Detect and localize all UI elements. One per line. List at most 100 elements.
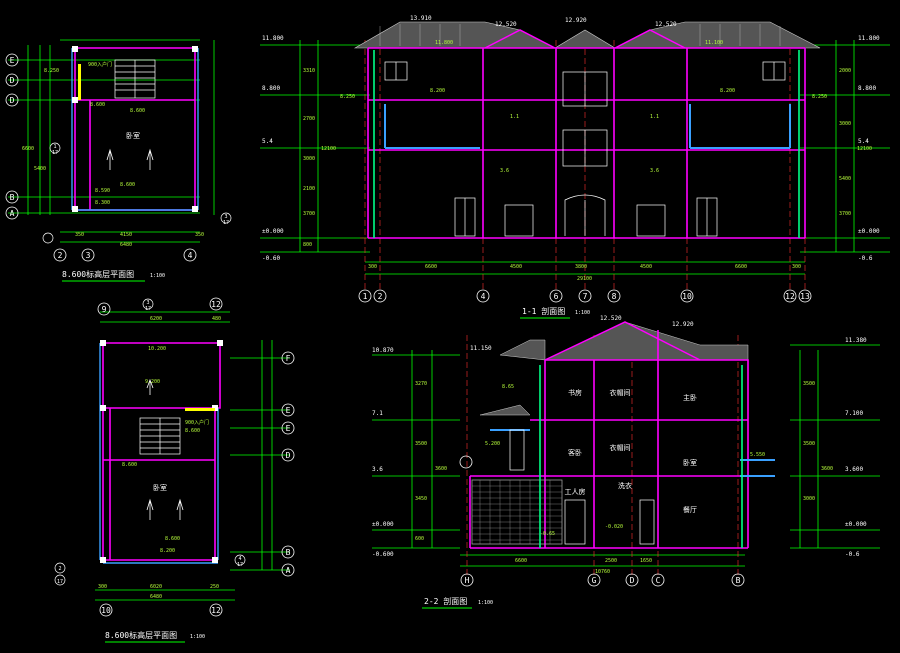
level-label: -0.6 — [845, 551, 860, 558]
level-label: 12.920 — [565, 17, 587, 24]
level-label: 8.200 — [160, 548, 175, 554]
dim-text: 6480 — [150, 594, 162, 600]
level-label: 8.250 — [340, 94, 355, 100]
level-label: ±0.000 — [845, 521, 867, 528]
drawing-title: 8.600标高层平面图 — [105, 630, 177, 640]
level-label: 13.910 — [410, 15, 432, 22]
axis-label: D — [286, 451, 291, 460]
level-label: 9.200 — [145, 379, 160, 385]
axis-bubbles-bottom — [97, 297, 295, 617]
drawing-title: 8.600标高层平面图 — [62, 269, 134, 279]
drawing-title: 2-2 剖面图 — [424, 596, 467, 606]
axis-label: E — [10, 56, 15, 65]
level-label: 8.300 — [95, 200, 110, 206]
level-label: 8.250 — [812, 94, 827, 100]
level-label: 3.6 — [650, 168, 659, 174]
axis-label: B — [286, 548, 291, 557]
level-label: -0.6 — [858, 255, 873, 262]
axis-label: 9 — [102, 305, 107, 314]
axis-label: D — [10, 96, 15, 105]
level-label: 5.4 — [262, 138, 273, 145]
level-label: -0.65 — [540, 531, 555, 537]
axis-label: B — [736, 576, 741, 585]
detail-ref: 2 — [58, 566, 61, 572]
dim-text: 3000 — [839, 121, 851, 127]
level-label: ±0.000 — [858, 228, 880, 235]
level-label: 11.150 — [470, 345, 492, 352]
detail-ref-sub: 17 — [57, 579, 63, 585]
level-label: 8.250 — [44, 68, 59, 74]
level-label: 11.380 — [845, 337, 867, 344]
detail-ref: 3 — [224, 214, 227, 220]
room-label: 工人房 — [565, 487, 586, 496]
axis-label: 12 — [211, 606, 221, 615]
dim-text: 5400 — [34, 166, 46, 172]
drawing-scale: 1:100 — [190, 634, 205, 640]
dim-text: 3450 — [415, 496, 427, 502]
level-label: 5.4 — [858, 138, 869, 145]
room-label: 衣帽间 — [610, 388, 631, 397]
dim-text: 600 — [415, 536, 424, 542]
dim-text: 29100 — [577, 276, 592, 282]
level-label: 12.520 — [495, 21, 517, 28]
dim-text: 250 — [210, 584, 219, 590]
dim-text: 4500 — [510, 264, 522, 270]
level-label: 3.6 — [372, 466, 383, 473]
dim-text: 3700 — [303, 211, 315, 217]
level-label: 8.800 — [858, 85, 876, 92]
level-label: 10.200 — [148, 346, 166, 352]
dim-text: 300 — [792, 264, 801, 270]
axis-label: 7 — [583, 292, 588, 301]
level-label: 11.800 — [435, 40, 453, 46]
level-label: ±0.000 — [262, 228, 284, 235]
level-label: 8.200 — [720, 88, 735, 94]
dim-text: 6600 — [515, 558, 527, 564]
drawing-scale: 1:100 — [575, 310, 590, 316]
stair-bottom — [139, 417, 181, 455]
dim-text: 3500 — [415, 441, 427, 447]
dim-text: 6020 — [150, 584, 162, 590]
detail-ref: 3 — [146, 300, 149, 306]
dim-text: 6200 — [150, 316, 162, 322]
level-label: 8.800 — [262, 85, 280, 92]
roof-1-1 — [353, 21, 821, 49]
dim-text: 1650 — [640, 558, 652, 564]
room-label: 衣帽间 — [610, 443, 631, 452]
section-2-2: H G D C B 书房 衣帽间 客卧 衣帽间 主卧 卧室 工人房 洗衣 餐厅 … — [372, 315, 880, 609]
detail-ref-sub: 17 — [223, 220, 229, 226]
dim-text: 4500 — [640, 264, 652, 270]
level-label: 5.200 — [485, 441, 500, 447]
level-label: 11.800 — [858, 35, 880, 42]
garage-door-hatch — [471, 479, 563, 545]
axis-label: 12 — [211, 300, 221, 309]
stair-label: 900入户门 — [185, 419, 209, 426]
dim-text: 3500 — [803, 381, 815, 387]
level-label: 3.6 — [500, 168, 509, 174]
drawing-scale: 1:100 — [150, 273, 165, 279]
level-label: 8.600 — [130, 108, 145, 114]
dim-text: 350 — [195, 232, 204, 238]
level-label: -0.020 — [605, 524, 623, 530]
room-label: 客卧 — [568, 448, 582, 457]
dim-text: 3310 — [303, 68, 315, 74]
dim-text: 800 — [303, 242, 312, 248]
axis-label: G — [592, 576, 597, 585]
axis-label: 10 — [682, 292, 692, 301]
level-label: 8.600 — [120, 182, 135, 188]
room-label: 主卧 — [683, 393, 697, 402]
dim-text: 2100 — [303, 186, 315, 192]
level-label: 8.65 — [502, 384, 514, 390]
level-label: 8.600 — [165, 536, 180, 542]
room-label: 卧室 — [153, 483, 167, 492]
axis-label: 12 — [785, 292, 795, 301]
room-label: 洗衣 — [618, 481, 632, 490]
room-label: 卧室 — [126, 131, 140, 140]
axis-label: 1 — [363, 292, 368, 301]
axis-label: 6 — [554, 292, 559, 301]
level-label: 11.800 — [262, 35, 284, 42]
axis-label: A — [286, 566, 291, 575]
dim-text: 6600 — [735, 264, 747, 270]
axis-bubbles-top — [5, 53, 197, 262]
dim-text: 3700 — [839, 211, 851, 217]
